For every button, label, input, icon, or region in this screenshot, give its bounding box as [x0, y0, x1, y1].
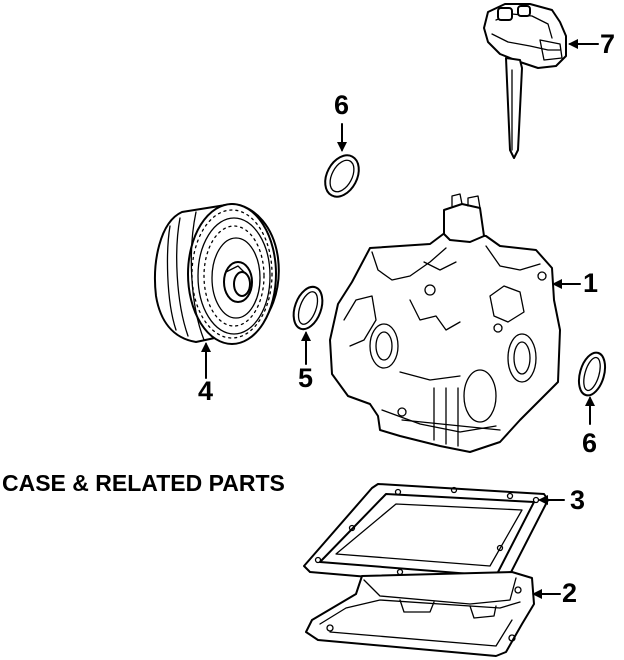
- seal-ring-right-part-6: [577, 351, 607, 397]
- seal-ring-part-5: [292, 285, 324, 331]
- transmission-case-part-1: [329, 193, 561, 453]
- callout-7: 7: [600, 29, 616, 59]
- seal-ring-upper-part-6: [324, 154, 360, 198]
- pan-gasket-part-3: [303, 483, 549, 589]
- sensor-assembly-part-7: [483, 3, 567, 159]
- callout-2: 2: [562, 578, 578, 608]
- callout-3: 3: [570, 485, 586, 515]
- diagram-title: CASE & RELATED PARTS: [2, 470, 285, 496]
- callout-5: 5: [298, 363, 314, 393]
- callout-6-right: 6: [582, 428, 598, 458]
- callout-1: 1: [583, 268, 599, 298]
- callout-6-upper: 6: [334, 90, 350, 120]
- callout-4: 4: [198, 376, 214, 406]
- oil-pan-part-2: [305, 571, 535, 657]
- torque-converter-part-4: [154, 203, 280, 345]
